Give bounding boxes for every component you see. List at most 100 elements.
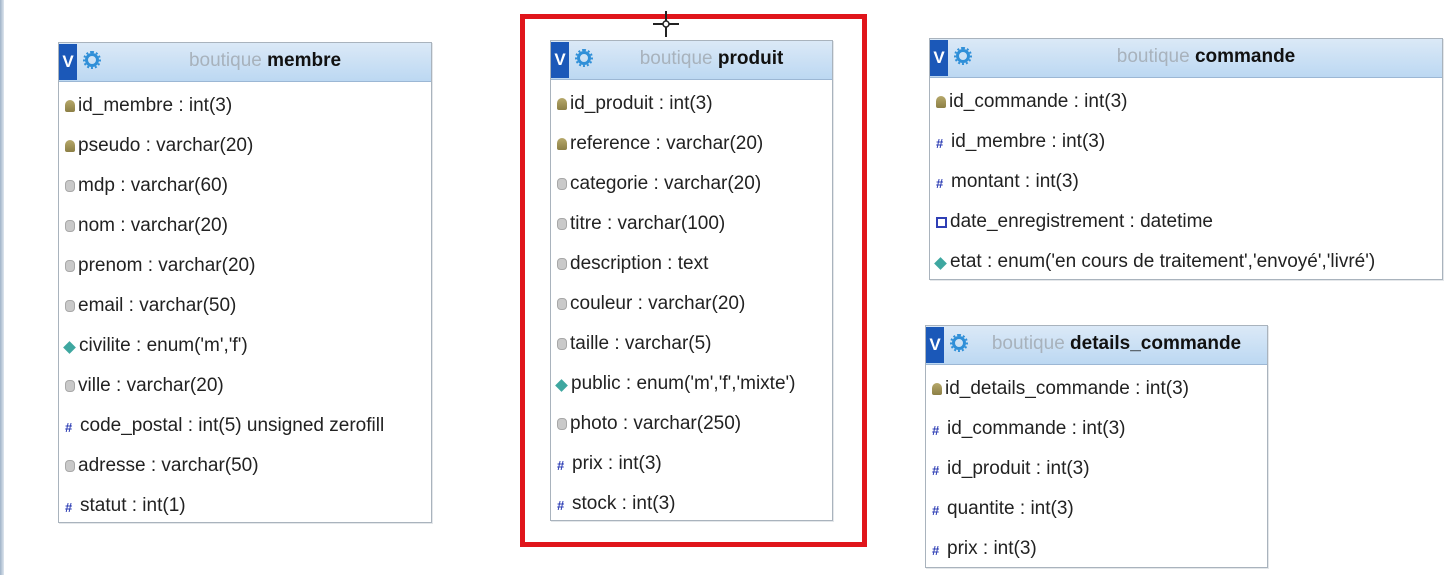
table-header[interactable]: V boutique membre [59, 43, 431, 82]
window-left-edge [0, 0, 4, 575]
column-row[interactable]: ville : varchar(20) [59, 366, 431, 406]
database-name: boutique [1116, 46, 1190, 67]
numeric-field-icon: # [557, 498, 565, 513]
gear-icon[interactable] [83, 51, 101, 69]
column-list: id_membre : int(3)pseudo : varchar(20) md… [59, 82, 431, 526]
table-options-icon[interactable]: V [930, 40, 948, 76]
move-cursor-icon [653, 11, 679, 37]
database-name: boutique [639, 48, 713, 69]
column-row[interactable]: couleur : varchar(20) [551, 284, 832, 324]
column-row[interactable]: #id_produit : int(3) [926, 449, 1267, 489]
column-row[interactable]: id_details_commande : int(3) [926, 369, 1267, 409]
text-field-icon [557, 418, 567, 430]
table-title: boutique membre [99, 43, 431, 79]
column-row[interactable]: #montant : int(3) [930, 162, 1442, 202]
text-field-icon [65, 380, 75, 392]
primary-key-icon [936, 96, 946, 108]
column-row[interactable]: date_enregistrement : datetime [930, 202, 1442, 242]
column-label: couleur : varchar(20) [570, 293, 746, 314]
table-name: commande [1194, 46, 1296, 67]
column-row[interactable]: public : enum('m','f','mixte') [551, 364, 832, 404]
text-field-icon [65, 180, 75, 192]
column-label: id_commande : int(3) [947, 418, 1126, 439]
text-field-icon [65, 220, 75, 232]
column-row[interactable]: id_commande : int(3) [930, 82, 1442, 122]
column-row[interactable]: #id_membre : int(3) [930, 122, 1442, 162]
column-list: id_details_commande : int(3)#id_commande… [926, 365, 1267, 569]
column-row[interactable]: #code_postal : int(5) unsigned zerofill [59, 406, 431, 446]
enum-field-icon [934, 257, 947, 270]
table-membre[interactable]: V boutique membre id_membre : int(3)pseu… [58, 42, 432, 523]
numeric-field-icon: # [932, 503, 940, 518]
gear-icon[interactable] [575, 49, 593, 67]
database-name: boutique [991, 333, 1065, 354]
column-row[interactable]: # prix : int(3) [926, 529, 1267, 569]
column-row[interactable]: etat : enum('en cours de traitement','en… [930, 242, 1442, 282]
column-row[interactable]: pseudo : varchar(20) [59, 126, 431, 166]
column-row[interactable]: # quantite : int(3) [926, 489, 1267, 529]
column-label: description : text [570, 253, 709, 274]
gear-icon[interactable] [954, 47, 972, 65]
column-row[interactable]: email : varchar(50) [59, 286, 431, 326]
table-title: boutique commande [970, 39, 1442, 75]
column-row[interactable]: id_membre : int(3) [59, 86, 431, 126]
column-row[interactable]: titre : varchar(100) [551, 204, 832, 244]
column-label: civilite : enum('m','f') [79, 335, 248, 356]
text-field-icon [65, 460, 75, 472]
table-title: boutique details_commande [966, 326, 1267, 362]
column-label: id_produit : int(3) [947, 458, 1090, 479]
primary-key-icon [932, 383, 942, 395]
column-label: statut : int(1) [80, 495, 186, 516]
column-label: nom : varchar(20) [78, 215, 228, 236]
column-label: mdp : varchar(60) [78, 175, 228, 196]
table-header[interactable]: V boutique produit [551, 41, 832, 80]
column-row[interactable]: mdp : varchar(60) [59, 166, 431, 206]
column-row[interactable]: # statut : int(1) [59, 486, 431, 526]
column-label: stock : int(3) [572, 493, 676, 514]
numeric-field-icon: # [65, 420, 73, 435]
column-label: reference : varchar(20) [570, 133, 764, 154]
column-row[interactable]: categorie : varchar(20) [551, 164, 832, 204]
column-row[interactable]: #prix : int(3) [551, 444, 832, 484]
table-options-icon[interactable]: V [551, 42, 569, 78]
column-row[interactable]: taille : varchar(5) [551, 324, 832, 364]
text-field-icon [557, 258, 567, 270]
column-row[interactable]: nom : varchar(20) [59, 206, 431, 246]
text-field-icon [557, 218, 567, 230]
table-name: produit [717, 48, 784, 69]
column-row[interactable]: reference : varchar(20) [551, 124, 832, 164]
text-field-icon [65, 300, 75, 312]
column-label: montant : int(3) [951, 171, 1079, 192]
table-details-commande[interactable]: V boutique details_commande id_details_c… [925, 325, 1268, 568]
table-header[interactable]: V boutique details_commande [926, 326, 1267, 365]
column-row[interactable]: id_produit : int(3) [551, 84, 832, 124]
column-row[interactable]: photo : varchar(250) [551, 404, 832, 444]
selection-highlight [520, 14, 867, 547]
table-options-icon[interactable]: V [59, 44, 77, 80]
column-row[interactable]: description : text [551, 244, 832, 284]
primary-key-icon [65, 100, 75, 112]
column-row[interactable]: # stock : int(3) [551, 484, 832, 524]
gear-icon[interactable] [950, 334, 968, 352]
column-row[interactable]: #id_commande : int(3) [926, 409, 1267, 449]
table-options-icon[interactable]: V [926, 327, 944, 363]
column-label: quantite : int(3) [947, 498, 1074, 519]
numeric-field-icon: # [932, 543, 940, 558]
column-row[interactable]: adresse : varchar(50) [59, 446, 431, 486]
column-label: adresse : varchar(50) [78, 455, 259, 476]
column-list: id_produit : int(3) reference : varchar(2… [551, 80, 832, 524]
table-produit[interactable]: V boutique produit id_produit : int(3) re… [550, 40, 833, 521]
primary-key-icon [65, 140, 75, 152]
primary-key-icon [557, 138, 567, 150]
text-field-icon [557, 338, 567, 350]
numeric-field-icon: # [65, 500, 73, 515]
table-commande[interactable]: V boutique commande id_commande : int(3)… [929, 38, 1443, 280]
column-label: prix : int(3) [947, 538, 1037, 559]
column-label: id_membre : int(3) [951, 131, 1106, 152]
column-label: prix : int(3) [572, 453, 662, 474]
column-row[interactable]: civilite : enum('m','f') [59, 326, 431, 366]
table-header[interactable]: V boutique commande [930, 39, 1442, 78]
column-row[interactable]: prenom : varchar(20) [59, 246, 431, 286]
column-label: categorie : varchar(20) [570, 173, 762, 194]
column-label: id_produit : int(3) [570, 93, 713, 114]
